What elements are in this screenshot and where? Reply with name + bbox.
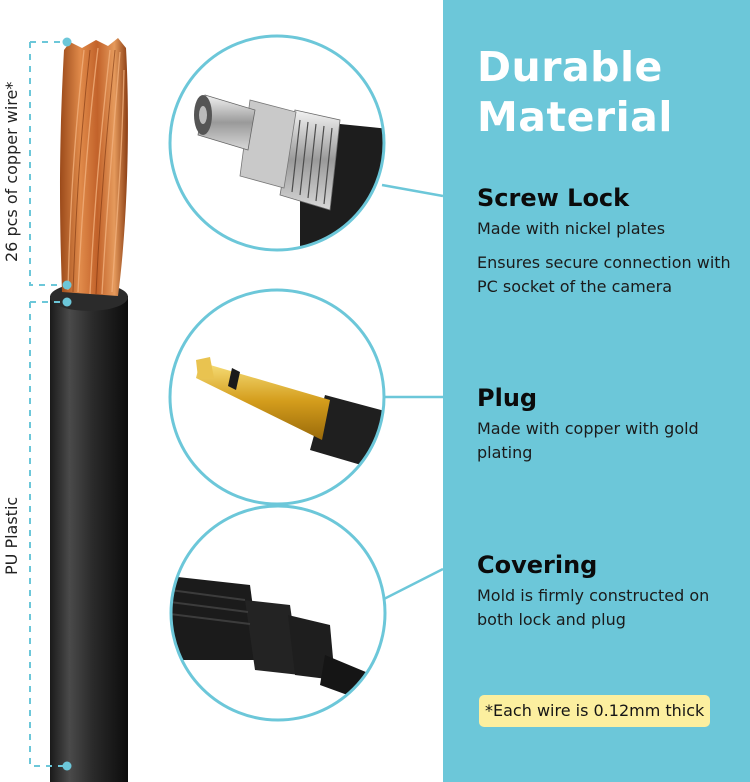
- feature-heading: Screw Lock: [477, 184, 630, 212]
- info-panel: Durable Material Screw Lock Made with ni…: [443, 0, 750, 782]
- feature-text: Made with copper with gold plating: [477, 419, 709, 462]
- panel-title: Durable Material: [477, 42, 673, 142]
- feature-screw-lock: Screw Lock Made with nickel plates Ensur…: [477, 183, 737, 299]
- molded-covering-closeup: [169, 504, 387, 722]
- feature-heading: Covering: [477, 551, 598, 579]
- feature-text: Mold is firmly constructed on both lock …: [477, 586, 710, 629]
- feature-heading: Plug: [477, 384, 538, 412]
- title-line-1: Durable: [477, 43, 663, 91]
- screw-lock-closeup: [168, 34, 386, 252]
- feature-text: Ensures secure connection with PC socket…: [477, 253, 731, 296]
- measure-brackets: [29, 41, 66, 767]
- feature-text: Made with nickel plates: [477, 219, 666, 238]
- pu-plastic-label: PU Plastic: [2, 496, 21, 575]
- cable-image: [50, 38, 128, 782]
- callout-lines: [379, 183, 444, 603]
- gold-plug-closeup: [168, 288, 386, 506]
- copper-wire-label: 26 pcs of copper wire*: [2, 81, 21, 262]
- wire-thickness-note: *Each wire is 0.12mm thick: [479, 695, 711, 727]
- feature-plug: Plug Made with copper with gold plating: [477, 383, 717, 465]
- feature-covering: Covering Mold is firmly constructed on b…: [477, 550, 717, 632]
- title-line-2: Material: [477, 93, 673, 141]
